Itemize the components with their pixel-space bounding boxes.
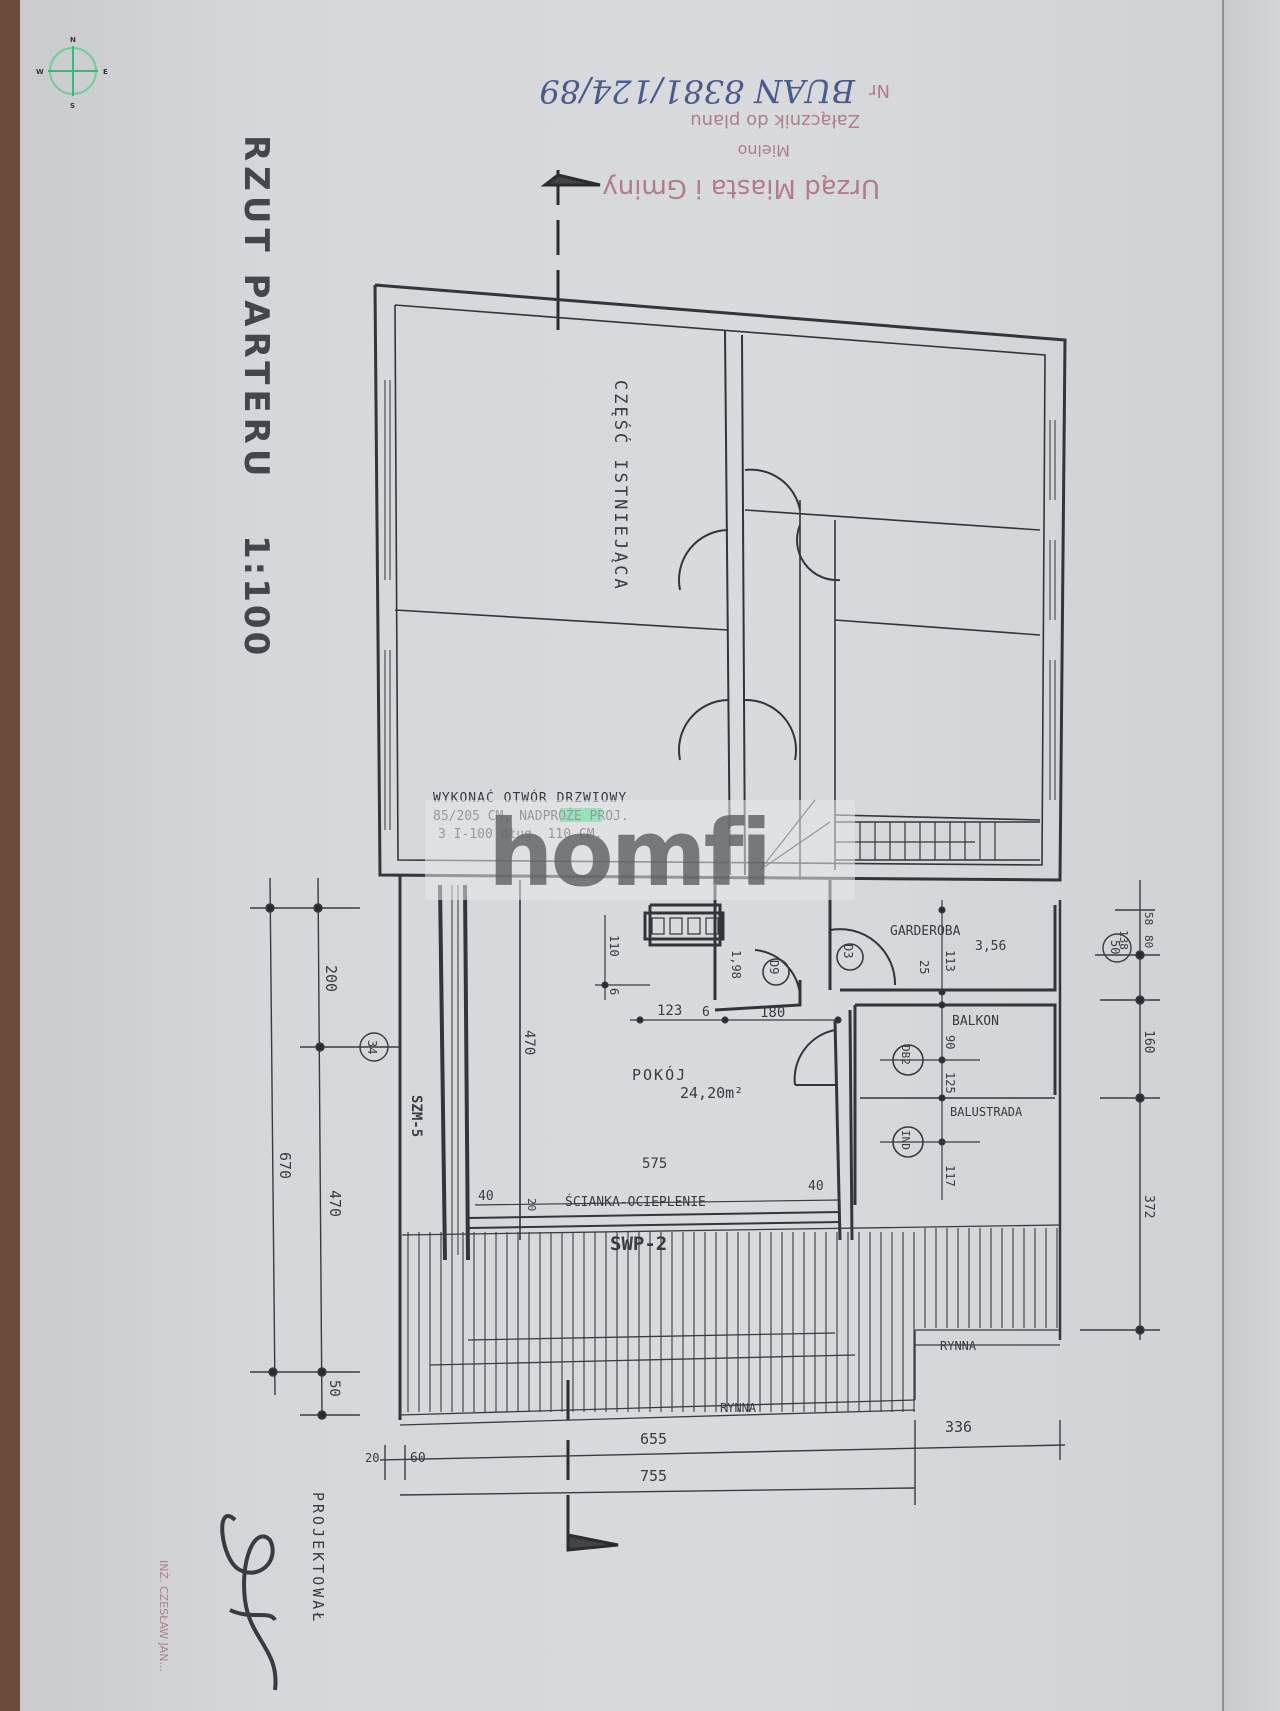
dim-123: 123 bbox=[657, 1003, 682, 1019]
stamp-number: BUAN 8381/124/89 bbox=[539, 72, 856, 110]
stamp-nr: Nr bbox=[869, 80, 890, 101]
label-balkon: BALKON bbox=[952, 1014, 999, 1029]
dim-117: 117 bbox=[943, 1165, 957, 1187]
paper-edge bbox=[1222, 0, 1280, 1711]
dim-138: 138 bbox=[1117, 930, 1130, 950]
dimension-lines-bottom bbox=[379, 1420, 1066, 1505]
dimension-lines-inner bbox=[474, 900, 980, 1206]
dim-6b: 6 bbox=[702, 1005, 710, 1020]
title-text: RZUT PARTERU bbox=[236, 135, 276, 481]
dim-655: 655 bbox=[640, 1430, 667, 1448]
label-pokoj: POKÓJ bbox=[632, 1065, 687, 1084]
label-garderoba: GARDEROBA bbox=[890, 924, 961, 939]
dim-90: 90 bbox=[943, 1035, 957, 1049]
dim-180: 180 bbox=[760, 1005, 785, 1021]
label-rynna-right: RYNNA bbox=[940, 1339, 977, 1353]
stamp-line1: Urząd Miasta i Gminy bbox=[602, 173, 880, 203]
symbol-ind: IND bbox=[899, 1130, 912, 1150]
label-szm: SZM-5 bbox=[408, 1095, 424, 1137]
stamp-line2: Mielno bbox=[738, 141, 790, 160]
compass-s: S bbox=[70, 102, 75, 110]
dim-670: 670 bbox=[276, 1152, 294, 1179]
dim-40a: 40 bbox=[478, 1189, 494, 1204]
dimension-lines-left bbox=[250, 877, 400, 1420]
label-balustrada: BALUSTRADA bbox=[950, 1105, 1023, 1119]
label-scianka: ŚCIANKA-OCIEPLENIE bbox=[565, 1194, 706, 1210]
dimension-lines-right bbox=[1080, 880, 1160, 1340]
stamp-line3: Załącznik do planu bbox=[690, 110, 860, 131]
approval-stamp: Urząd Miasta i Gminy Mielno Załącznik do… bbox=[539, 72, 890, 203]
dim-336: 336 bbox=[945, 1418, 972, 1436]
compass-n: N bbox=[70, 36, 76, 44]
plan-labels: GARDEROBA 3,56 BALKON BALUSTRADA POKÓJ 2… bbox=[276, 912, 1156, 1485]
symbol-34: 34 bbox=[365, 1040, 379, 1054]
dim-50: 50 bbox=[326, 1380, 342, 1397]
signature-block: PROJEKTOWAŁ INŻ. CZESŁAW JAN... bbox=[157, 1492, 327, 1691]
dim-198: 1,98 bbox=[729, 950, 743, 979]
dim-200: 200 bbox=[322, 965, 340, 992]
label-rynna-bottom: RYNNA bbox=[720, 1401, 757, 1415]
dim-80: 80 bbox=[1142, 935, 1155, 948]
label-pokoj-area: 24,20m² bbox=[680, 1084, 743, 1102]
signature-icon bbox=[220, 1514, 278, 1691]
dim-25: 25 bbox=[917, 960, 931, 974]
title-scale: 1:100 bbox=[236, 535, 276, 658]
designer-stamp: INŻ. CZESŁAW JAN... bbox=[157, 1560, 170, 1672]
section-marker-bottom bbox=[566, 1380, 619, 1552]
symbol-d9: D9 bbox=[767, 960, 781, 974]
symbol-50: 50 bbox=[1108, 940, 1122, 954]
dim-470: 470 bbox=[326, 1190, 344, 1217]
dim-113: 113 bbox=[943, 950, 957, 972]
dim-58: 58 bbox=[1142, 912, 1155, 925]
compass-w: W bbox=[36, 68, 44, 76]
label-swp: SWP-2 bbox=[610, 1233, 667, 1255]
dim-372: 372 bbox=[1141, 1195, 1156, 1218]
watermark-band bbox=[425, 800, 855, 900]
dim-160: 160 bbox=[1141, 1030, 1156, 1053]
designer-label: PROJEKTOWAŁ bbox=[309, 1492, 327, 1624]
existing-part-label: CZĘŚĆ ISTNIEJĄCA bbox=[610, 380, 632, 592]
existing-building bbox=[373, 283, 1067, 882]
dim-bottom-60: 60 bbox=[410, 1451, 426, 1466]
dim-40b: 40 bbox=[808, 1179, 824, 1194]
dim-6a: 6 bbox=[607, 988, 621, 995]
dim-inner-470: 470 bbox=[521, 1030, 537, 1055]
plan-title: RZUT PARTERU 1:100 bbox=[236, 135, 276, 658]
door-symbols bbox=[762, 943, 924, 1158]
symbol-d3: D3 bbox=[841, 944, 855, 958]
dim-755: 755 bbox=[640, 1467, 667, 1485]
dim-125: 125 bbox=[943, 1072, 957, 1094]
compass-icon: N E S W bbox=[36, 36, 108, 110]
dim-bottom-20: 20 bbox=[365, 1451, 379, 1465]
terrace-hatch-lines bbox=[407, 1228, 1058, 1412]
label-garderoba-area: 3,56 bbox=[975, 939, 1006, 954]
dim-575: 575 bbox=[642, 1156, 667, 1172]
compass-e: E bbox=[103, 68, 108, 76]
extension-walls bbox=[398, 875, 1062, 1420]
terrace-hatch bbox=[399, 1224, 1061, 1426]
dim-20: 20 bbox=[525, 1198, 538, 1211]
symbol-db2: DB2 bbox=[899, 1045, 912, 1065]
watermark-logo: homfi bbox=[488, 800, 772, 907]
dim-110: 110 bbox=[607, 935, 621, 957]
section-marker-top bbox=[540, 170, 601, 330]
